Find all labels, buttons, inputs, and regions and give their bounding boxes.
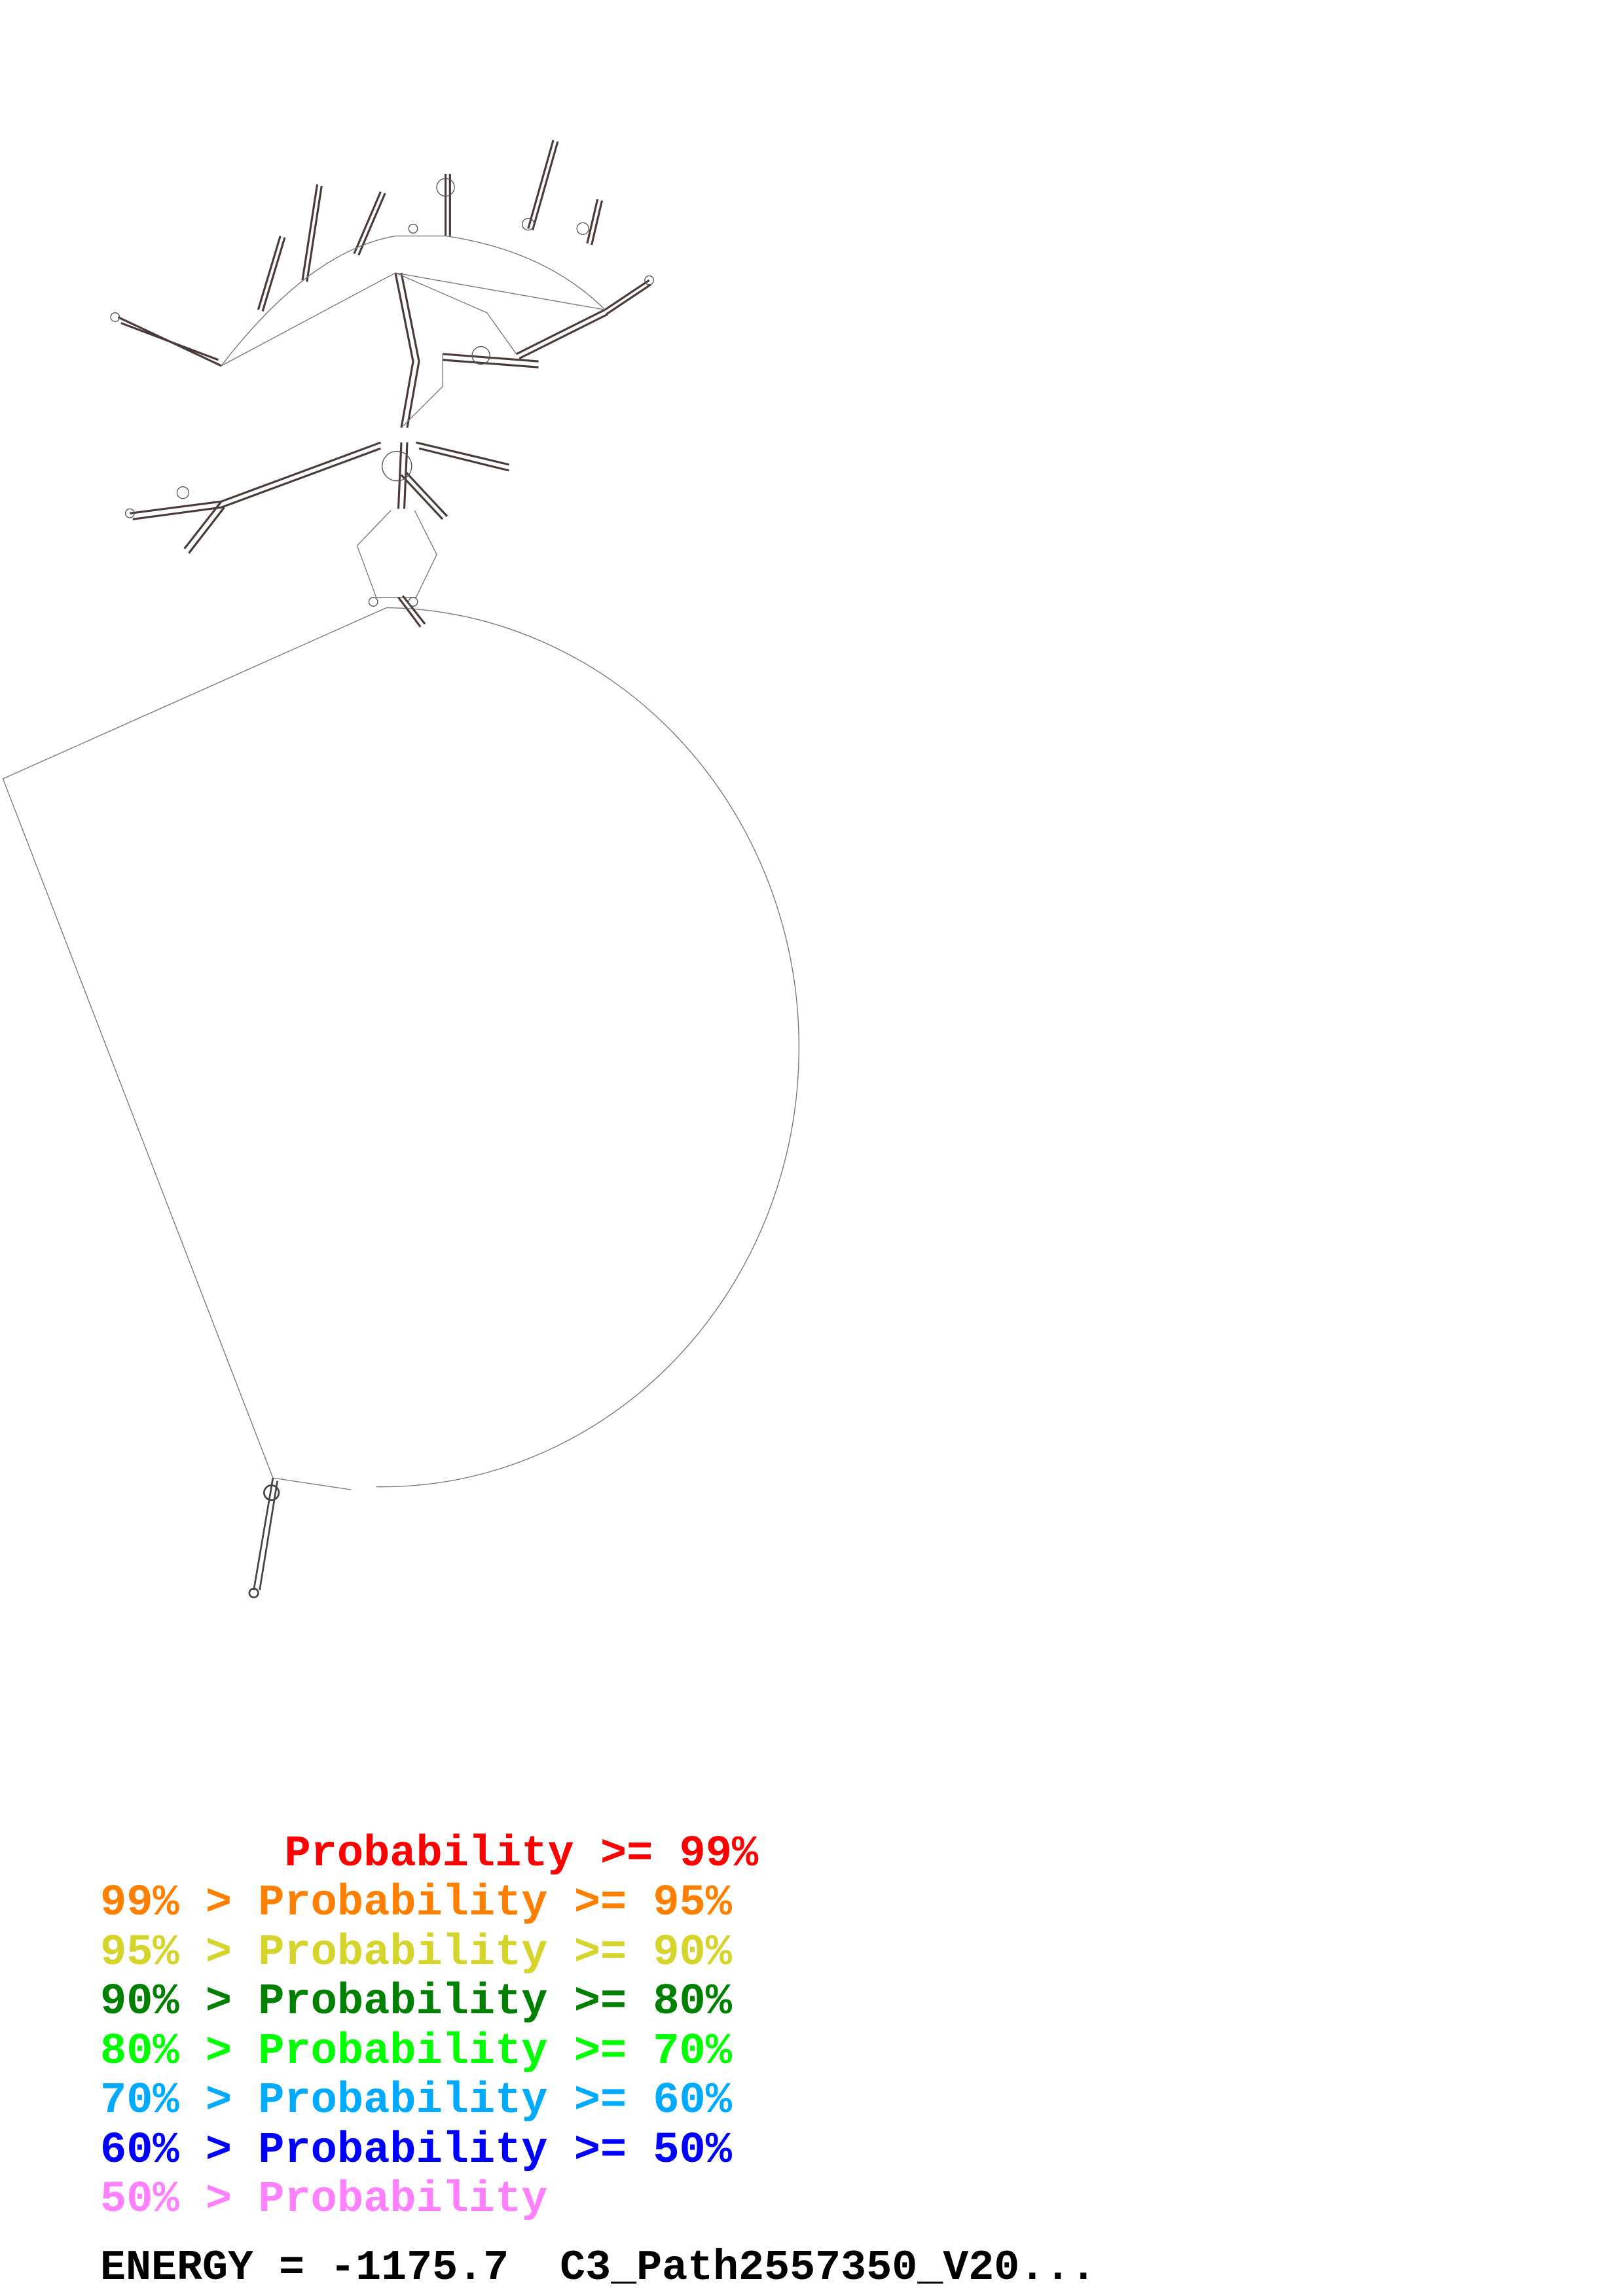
legend-row-60: 70% > Probability >= 60% (100, 2076, 732, 2126)
legend-row-50: 60% > Probability >= 50% (100, 2126, 732, 2176)
energy-label: ENERGY = -1175.7 C3_Path2557350_V20... (100, 2244, 1097, 2292)
backbone-left-lines (2, 607, 387, 1479)
backbone-big-loop (376, 607, 800, 1488)
legend-row-90: 95% > Probability >= 90% (100, 1928, 732, 1978)
backbone-bottom-segment (272, 1477, 352, 1490)
legend-row-70: 80% > Probability >= 70% (100, 2027, 732, 2077)
bottom-hairpin (248, 1477, 280, 1599)
legend-row-80: 90% > Probability >= 80% (100, 1977, 732, 2027)
multiloop-octagon (356, 510, 437, 598)
hairpin-loops (110, 178, 655, 607)
top-multiloop-arc (221, 235, 606, 367)
inner-lines (221, 272, 606, 429)
legend-row-below-50: 50% > Probability (100, 2175, 548, 2225)
upper-stems (117, 139, 651, 628)
legend-row-95: 99% > Probability >= 95% (100, 1878, 732, 1928)
legend-row-99: Probability >= 99% (100, 1829, 759, 1879)
